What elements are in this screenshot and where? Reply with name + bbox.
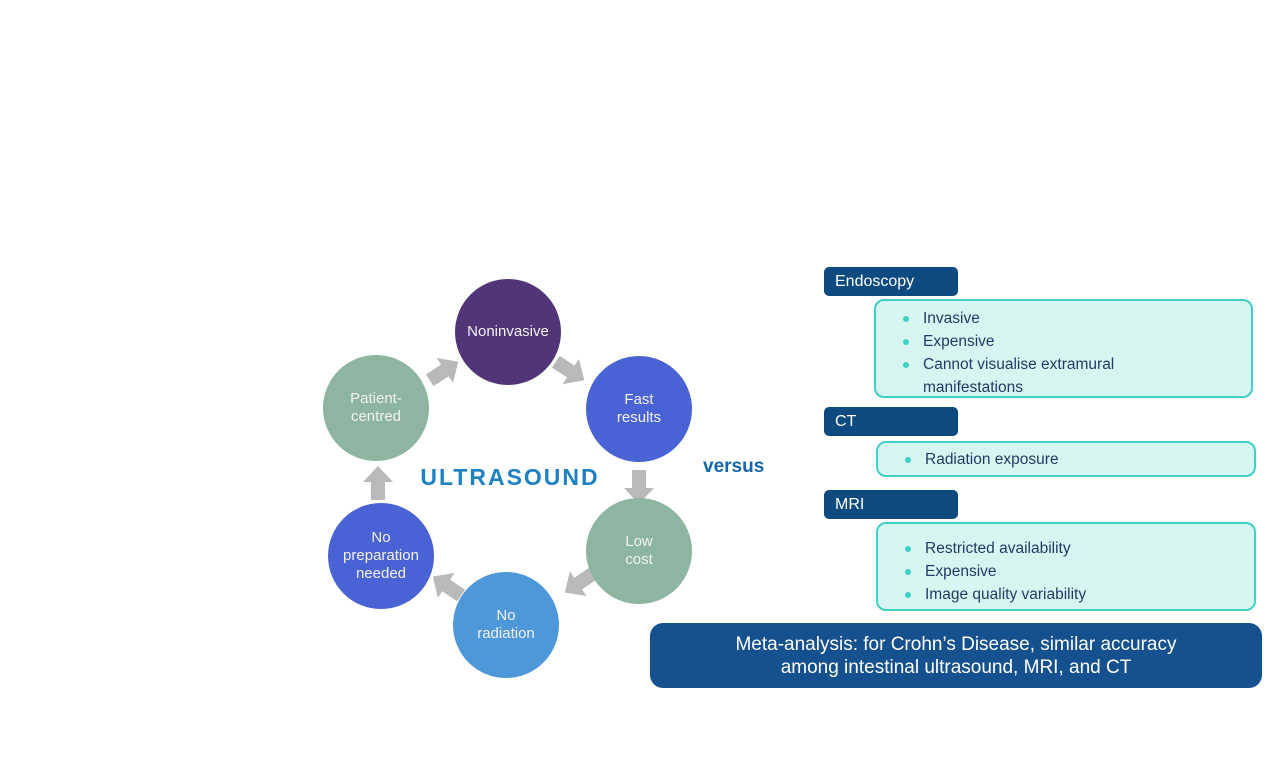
bullet-icon: [905, 569, 911, 575]
bullet-label: Restricted availability: [925, 540, 1071, 557]
arrow-noprep-to-patient: [363, 466, 393, 500]
list-item: Image quality variability: [905, 583, 1236, 606]
bullet-icon: [905, 546, 911, 552]
bullet-icon: [903, 362, 909, 368]
versus-label: versus: [703, 456, 765, 477]
meta-analysis-banner: Meta-analysis: for Crohn’s Disease, simi…: [650, 623, 1262, 688]
bullet-label: Cannot visualise extramural manifestatio…: [923, 356, 1115, 396]
mri-bullet-list: Restricted availability Expensive Image …: [905, 537, 1236, 606]
ct-panel: Radiation exposure: [876, 441, 1256, 477]
endoscopy-bullet-list: Invasive Expensive Cannot visualise extr…: [903, 307, 1233, 399]
bullet-icon: [905, 592, 911, 598]
list-item: Expensive: [905, 560, 1236, 583]
bullet-label: Radiation exposure: [925, 450, 1059, 468]
circle-patient-centred: Patient- centred: [323, 355, 429, 461]
circle-no-radiation: No radiation: [453, 572, 559, 678]
circle-low-cost: Low cost: [586, 498, 692, 604]
mri-header: MRI: [824, 490, 958, 519]
bullet-label: Invasive: [923, 310, 980, 327]
list-item: Radiation exposure: [905, 448, 1059, 471]
ultrasound-title: ULTRASOUND: [420, 464, 600, 490]
mri-panel: Restricted availability Expensive Image …: [876, 522, 1256, 611]
list-item: Invasive: [903, 307, 1233, 330]
endoscopy-header: Endoscopy: [824, 267, 958, 296]
bullet-label: Expensive: [923, 333, 995, 350]
list-item: Restricted availability: [905, 537, 1236, 560]
circle-no-preparation: No preparation needed: [328, 503, 434, 609]
bullet-icon: [903, 339, 909, 345]
circle-noninvasive: Noninvasive: [455, 279, 561, 385]
bullet-icon: [905, 456, 911, 463]
endoscopy-panel: Invasive Expensive Cannot visualise extr…: [874, 299, 1253, 398]
ct-bullet-list: Radiation exposure: [905, 448, 1059, 471]
bullet-icon: [903, 316, 909, 322]
ct-header: CT: [824, 407, 958, 436]
list-item: Cannot visualise extramural manifestatio…: [903, 353, 1233, 399]
bullet-label: Expensive: [925, 563, 997, 580]
bullet-label: Image quality variability: [925, 586, 1087, 603]
circle-fast-results: Fast results: [586, 356, 692, 462]
list-item: Expensive: [903, 330, 1233, 353]
